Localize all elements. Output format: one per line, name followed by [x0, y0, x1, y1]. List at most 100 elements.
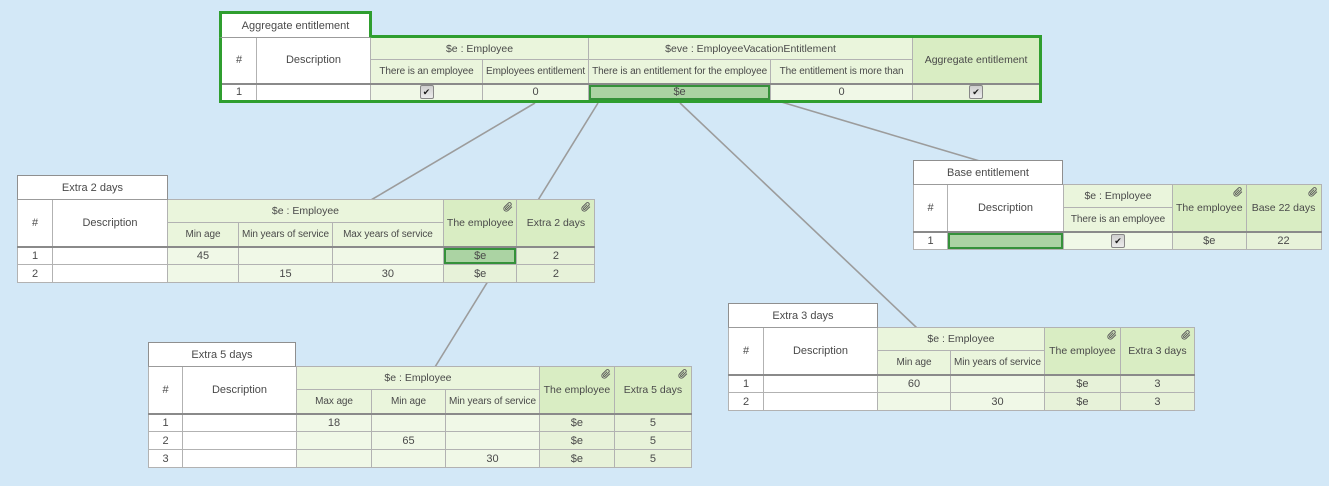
- link-icon[interactable]: [1181, 330, 1191, 340]
- column-header-there-is-an-employee: There is an employee: [370, 59, 483, 84]
- column-header-there-is-an-employee: There is an employee: [1063, 207, 1173, 232]
- condition-cell[interactable]: 0: [481, 82, 590, 102]
- row-number: 2: [17, 264, 53, 283]
- condition-cell[interactable]: 30: [445, 449, 540, 468]
- title-tab[interactable]: Extra 5 days: [148, 342, 296, 367]
- action-cell[interactable]: ✔: [912, 82, 1042, 102]
- title-tab[interactable]: Extra 3 days: [728, 303, 878, 328]
- row-number-header: #: [148, 366, 183, 414]
- description-cell[interactable]: [256, 82, 371, 102]
- output-column-label: The employee: [446, 216, 514, 229]
- description-cell[interactable]: [763, 392, 878, 411]
- description-cell[interactable]: [52, 264, 168, 283]
- action-cell[interactable]: 3: [1119, 373, 1195, 393]
- action-cell[interactable]: $e: [1043, 373, 1121, 393]
- condition-cell[interactable]: [331, 245, 444, 265]
- row-number: 1: [728, 373, 764, 393]
- action-cell[interactable]: $e: [538, 412, 615, 432]
- output-column-header-extra-5-days: Extra 5 days: [613, 366, 692, 414]
- condition-cell[interactable]: [371, 449, 446, 468]
- output-column-header-the-employee: The employee: [1043, 327, 1121, 375]
- condition-cell[interactable]: [296, 449, 372, 468]
- link-icon[interactable]: [1232, 187, 1243, 197]
- condition-cell[interactable]: $e: [588, 82, 772, 102]
- condition-cell[interactable]: 0: [770, 82, 914, 102]
- link-icon[interactable]: [1307, 187, 1318, 197]
- row-number: 2: [728, 392, 764, 411]
- decision-grid: #Description$e : Employee$eve : Employee…: [219, 35, 1043, 103]
- group-header-e-employee: $e : Employee: [369, 36, 590, 60]
- condition-cell[interactable]: [296, 431, 372, 450]
- condition-cell[interactable]: 45: [167, 245, 239, 265]
- description-cell[interactable]: [763, 373, 878, 393]
- output-column-label: The employee: [1176, 201, 1243, 214]
- link-icon[interactable]: [601, 369, 611, 379]
- description-cell[interactable]: [182, 449, 297, 468]
- action-cell[interactable]: $e: [442, 264, 518, 283]
- action-cell[interactable]: 5: [613, 412, 692, 432]
- condition-cell[interactable]: 15: [238, 264, 333, 283]
- link-icon[interactable]: [503, 202, 513, 212]
- column-header-min-age: Min age: [877, 350, 951, 375]
- action-cell[interactable]: $e: [1172, 230, 1247, 250]
- action-cell[interactable]: 2: [516, 245, 596, 265]
- link-icon[interactable]: [1107, 330, 1117, 340]
- action-cell[interactable]: $e: [538, 449, 615, 468]
- action-cell[interactable]: 2: [516, 264, 596, 283]
- condition-cell[interactable]: [445, 412, 540, 432]
- condition-cell[interactable]: [371, 412, 446, 432]
- action-cell[interactable]: 5: [613, 431, 692, 450]
- condition-cell[interactable]: 60: [877, 373, 951, 393]
- column-header-max-age: Max age: [296, 389, 372, 414]
- condition-cell[interactable]: [950, 373, 1045, 393]
- checkbox[interactable]: ✔: [969, 85, 984, 100]
- column-header-min-age: Min age: [371, 389, 446, 414]
- title-tab[interactable]: Extra 2 days: [17, 175, 168, 200]
- output-column-header-extra-3-days: Extra 3 days: [1119, 327, 1195, 375]
- link-icon[interactable]: [581, 202, 591, 212]
- action-cell[interactable]: $e: [538, 431, 615, 450]
- description-header: Description: [947, 184, 1064, 232]
- condition-cell[interactable]: [445, 431, 540, 450]
- checkbox[interactable]: ✔: [419, 85, 434, 100]
- condition-cell[interactable]: [167, 264, 239, 283]
- action-cell[interactable]: $e: [1043, 392, 1121, 411]
- link-icon[interactable]: [678, 369, 688, 379]
- column-header-the-entitlement-is-more-than: The entitlement is more than: [770, 59, 914, 84]
- action-cell[interactable]: 5: [613, 449, 692, 468]
- row-number-header: #: [220, 36, 257, 84]
- action-cell[interactable]: $e: [442, 245, 518, 265]
- description-cell[interactable]: [52, 245, 168, 265]
- condition-cell[interactable]: 65: [371, 431, 446, 450]
- condition-cell[interactable]: 30: [331, 264, 444, 283]
- checkbox[interactable]: ✔: [1111, 233, 1125, 248]
- condition-cell[interactable]: ✔: [370, 82, 483, 102]
- description-cell[interactable]: [182, 412, 297, 432]
- group-header-e-employee: $e : Employee: [1063, 184, 1173, 208]
- row-number-header: #: [17, 199, 53, 247]
- title-tab[interactable]: Base entitlement: [913, 160, 1063, 185]
- description-cell[interactable]: [182, 431, 297, 450]
- decision-table-base-entitlement: Base entitlement#Description$e : Employe…: [913, 160, 1322, 250]
- action-cell[interactable]: 3: [1119, 392, 1195, 411]
- condition-cell[interactable]: [877, 392, 951, 411]
- action-cell[interactable]: 22: [1245, 230, 1322, 250]
- condition-cell[interactable]: ✔: [1063, 230, 1173, 250]
- row-number: 2: [148, 431, 183, 450]
- condition-cell[interactable]: 18: [296, 412, 372, 432]
- description-cell[interactable]: [947, 230, 1064, 250]
- description-header: Description: [763, 327, 878, 375]
- condition-cell[interactable]: [238, 245, 333, 265]
- output-column-header-base-22-days: Base 22 days: [1245, 184, 1322, 232]
- condition-cell[interactable]: 30: [950, 392, 1045, 411]
- title-tab[interactable]: Aggregate entitlement: [219, 11, 372, 38]
